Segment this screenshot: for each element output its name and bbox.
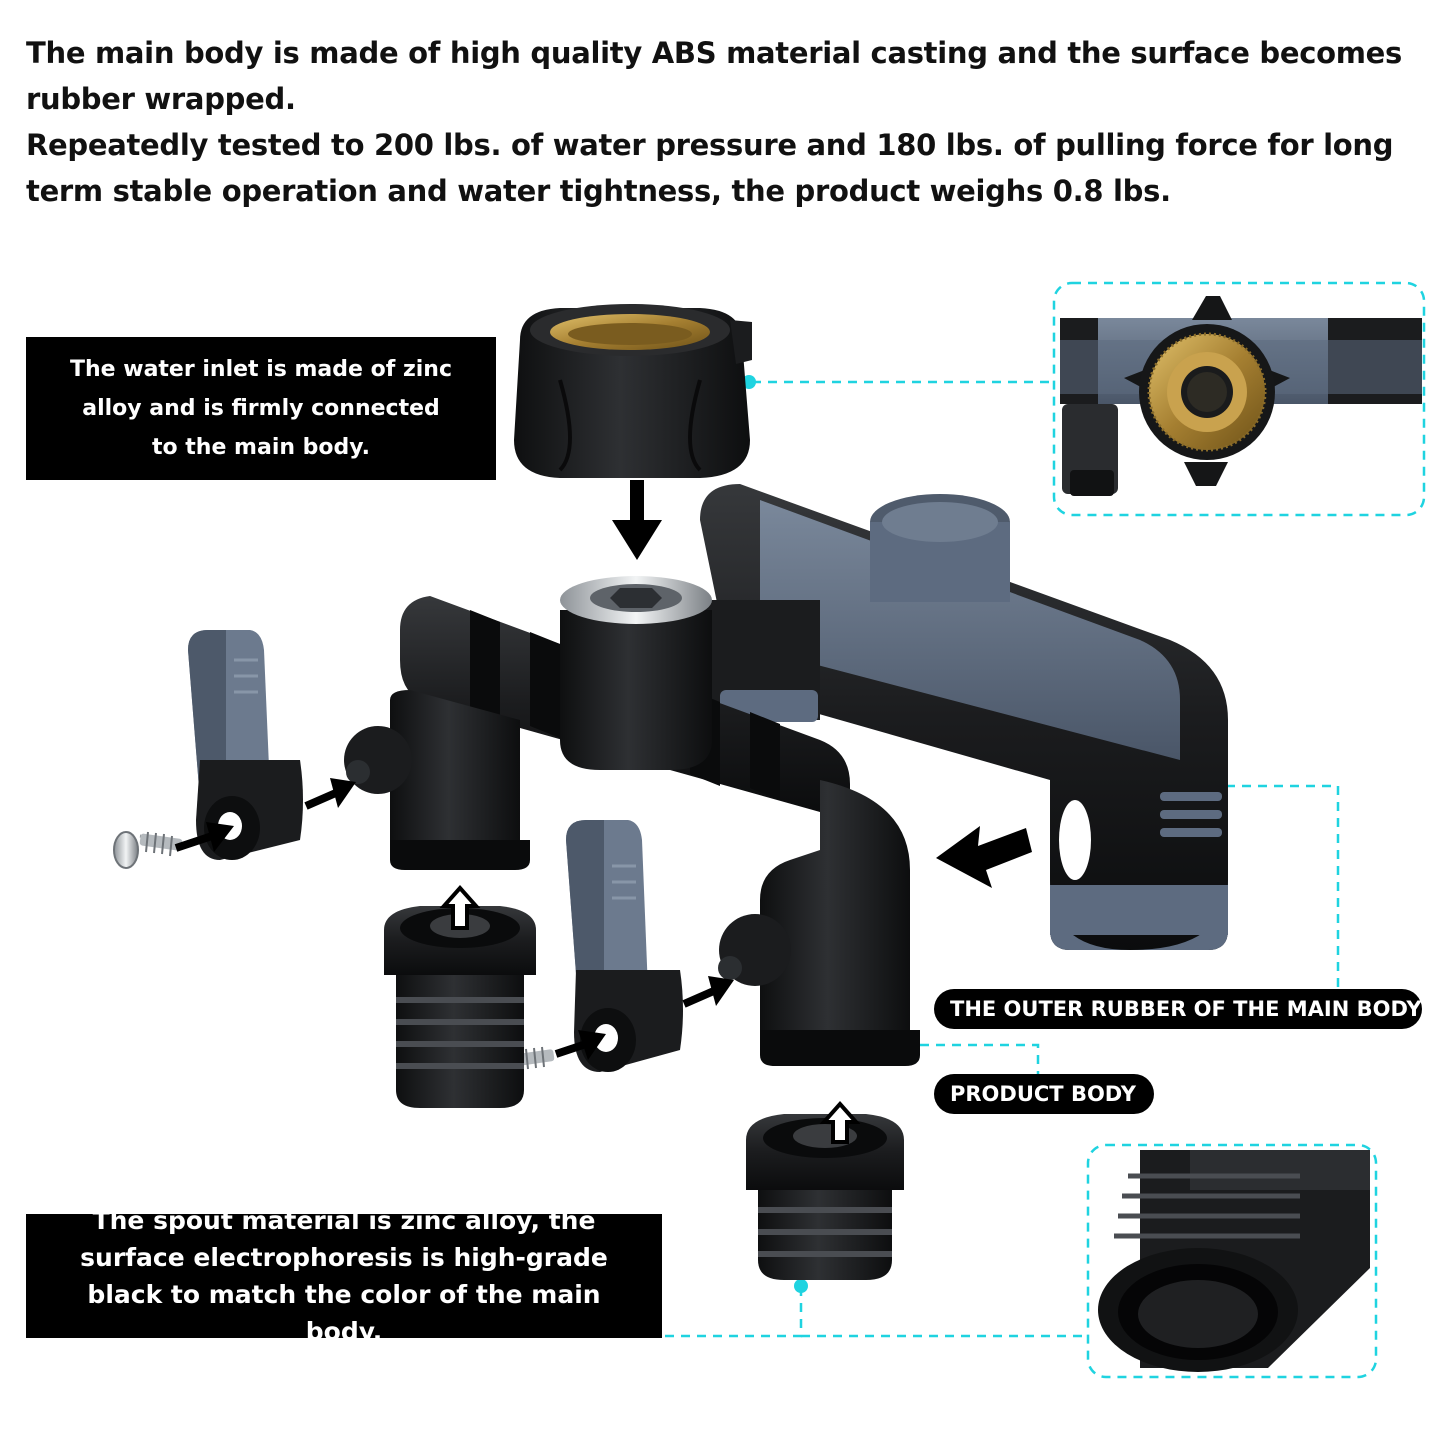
product-body-manifold (344, 576, 920, 1066)
callout-lines (665, 380, 1340, 1338)
inlet-detail-frame (1052, 281, 1426, 517)
right-arrow-icon (554, 1030, 606, 1060)
spout-callout-text: The spout material is zinc alloy, the su… (80, 1206, 608, 1346)
up-arrow-icon (819, 1100, 861, 1144)
right-spout-adapter (746, 1114, 904, 1280)
screw-icon (113, 831, 183, 869)
left-arrow-icon (936, 826, 1032, 888)
intro-line-material: The main body is made of high quality AB… (26, 36, 1402, 116)
intro-text: The main body is made of high quality AB… (26, 30, 1416, 214)
outer-rubber-callout-line (1210, 784, 1340, 990)
left-spout-adapter (384, 906, 536, 1108)
left-valve-lever (188, 630, 303, 860)
up-arrow-icon (439, 884, 481, 930)
product-body-label: PRODUCT BODY (934, 1074, 1154, 1114)
spout-callout-box: The spout material is zinc alloy, the su… (26, 1206, 662, 1346)
down-arrow-icon (612, 480, 662, 560)
inlet-callout-box: The water inlet is made of zinc alloy an… (26, 337, 496, 480)
main-body-rubber-shell (700, 484, 1228, 950)
inlet-coupling-nut (514, 304, 752, 478)
right-arrow-icon (304, 778, 356, 810)
right-arrow-icon (682, 976, 734, 1008)
right-arrow-icon (174, 822, 234, 852)
spout-detail-frame (1086, 1143, 1378, 1379)
outer-rubber-label: THE OUTER RUBBER OF THE MAIN BODY (934, 989, 1422, 1029)
inlet-callout-text: The water inlet is made of zinc alloy an… (70, 357, 452, 460)
product-body-callout-line (920, 1043, 1040, 1075)
right-valve-lever (566, 820, 683, 1072)
spout-callout-dot (794, 1279, 808, 1293)
intro-line-testing: Repeatedly tested to 200 lbs. of water p… (26, 128, 1394, 208)
spout-callout-line (665, 1288, 803, 1338)
